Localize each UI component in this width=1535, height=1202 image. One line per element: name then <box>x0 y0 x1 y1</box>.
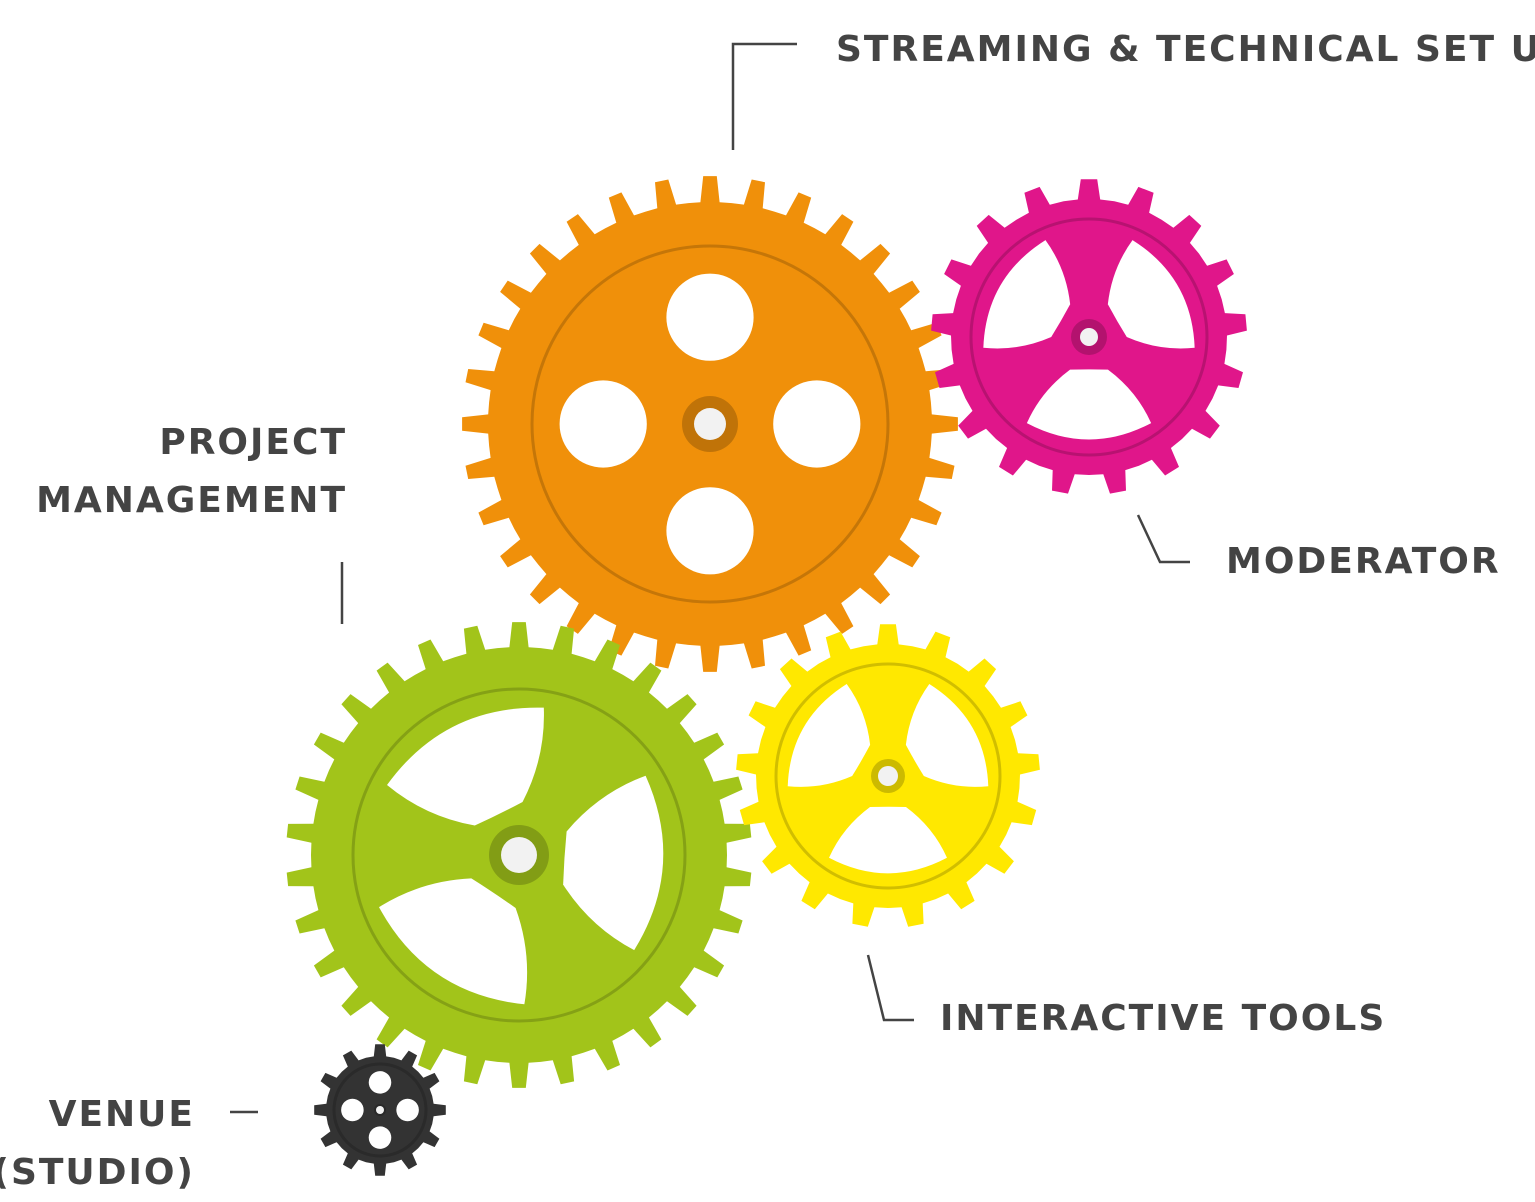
connector-interactive <box>866 954 914 1022</box>
interactive-gear-axle <box>878 766 898 786</box>
connector-moderator <box>1136 514 1190 564</box>
connector-streaming <box>731 42 797 150</box>
venue-gear-hole-3 <box>396 1098 419 1122</box>
streaming-gear <box>462 176 958 672</box>
venue-gear-inner-ring <box>332 1062 428 1158</box>
interactive-gear-window-1 <box>905 684 989 787</box>
interactive-gear <box>736 624 1040 927</box>
interactive-gear-window-2 <box>829 806 947 874</box>
connector-lines <box>230 42 1190 1114</box>
moderator-gear-axle <box>1080 328 1098 346</box>
moderator-gear-window-3 <box>983 240 1071 349</box>
streaming-gear-inner-ring <box>530 244 890 604</box>
venue-gear-hole-2 <box>341 1098 364 1122</box>
interactive-gear-inner-ring <box>774 662 1002 890</box>
label-venue-line2: (STUDIO) <box>0 1152 195 1193</box>
project-gear-inner-ring <box>351 687 687 1023</box>
venue-gear-hole-4 <box>368 1126 392 1149</box>
interactive-gear-window-3 <box>787 684 871 787</box>
venue-gear-hole-1 <box>368 1071 392 1094</box>
streaming-gear-hole-2 <box>559 380 647 468</box>
venue-gear-axle <box>376 1106 384 1114</box>
label-interactive-tools: INTERACTIVE TOOLS <box>940 998 1387 1039</box>
label-moderator: MODERATOR <box>1226 541 1501 582</box>
label-project-line1: PROJECT <box>159 422 347 463</box>
moderator-gear-window-2 <box>1026 369 1152 440</box>
moderator-gear-inner-ring <box>969 217 1209 457</box>
streaming-gear-axle <box>694 408 726 440</box>
project-gear-window-3 <box>387 707 544 826</box>
project-gear-axle <box>501 837 537 873</box>
label-project-line2: MANAGEMENT <box>36 480 347 521</box>
streaming-gear-hole-3 <box>773 380 861 468</box>
moderator-gear-window-1 <box>1107 240 1195 349</box>
streaming-gear-hole-1 <box>666 273 754 361</box>
label-venue-line1: VENUE <box>48 1094 195 1135</box>
streaming-gear-hole-4 <box>666 487 754 575</box>
project-gear-window-1 <box>563 775 664 951</box>
venue-gear <box>314 1044 446 1176</box>
label-venue: VENUE (STUDIO) <box>0 1086 195 1202</box>
label-streaming: STREAMING & TECHNICAL SET UP <box>836 29 1535 70</box>
moderator-gear <box>931 179 1247 494</box>
project-gear <box>286 622 752 1088</box>
label-project-management: PROJECT MANAGEMENT <box>36 414 347 530</box>
project-gear-window-2 <box>379 878 528 1005</box>
